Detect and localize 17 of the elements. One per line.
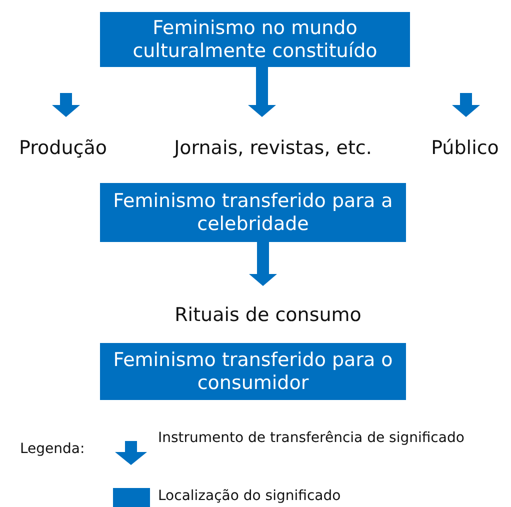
block-arrow	[452, 93, 480, 117]
node-label: Produção	[19, 137, 107, 159]
meaning-location-box	[100, 12, 410, 67]
node-label: Público	[431, 137, 499, 159]
node-label: Jornais, revistas, etc.	[174, 137, 372, 159]
block-arrow	[52, 93, 80, 117]
legend-text: Localização do significado	[158, 488, 342, 506]
meaning-location-box	[100, 183, 406, 242]
block-arrow	[248, 67, 276, 117]
box-label: Feminismo transferido para a celebridade	[112, 190, 394, 236]
box-label: Feminismo no mundo culturalmente constituído	[132, 16, 378, 62]
legend-text: Instrumento de transferência de significado	[158, 430, 466, 448]
node-label: Rituais de consumo	[174, 304, 362, 326]
meaning-location-box	[100, 343, 406, 400]
box-label: Feminismo transferido para o consumidor	[112, 348, 394, 394]
legend-heading: Legenda:	[20, 441, 85, 457]
block-arrow	[249, 242, 277, 286]
